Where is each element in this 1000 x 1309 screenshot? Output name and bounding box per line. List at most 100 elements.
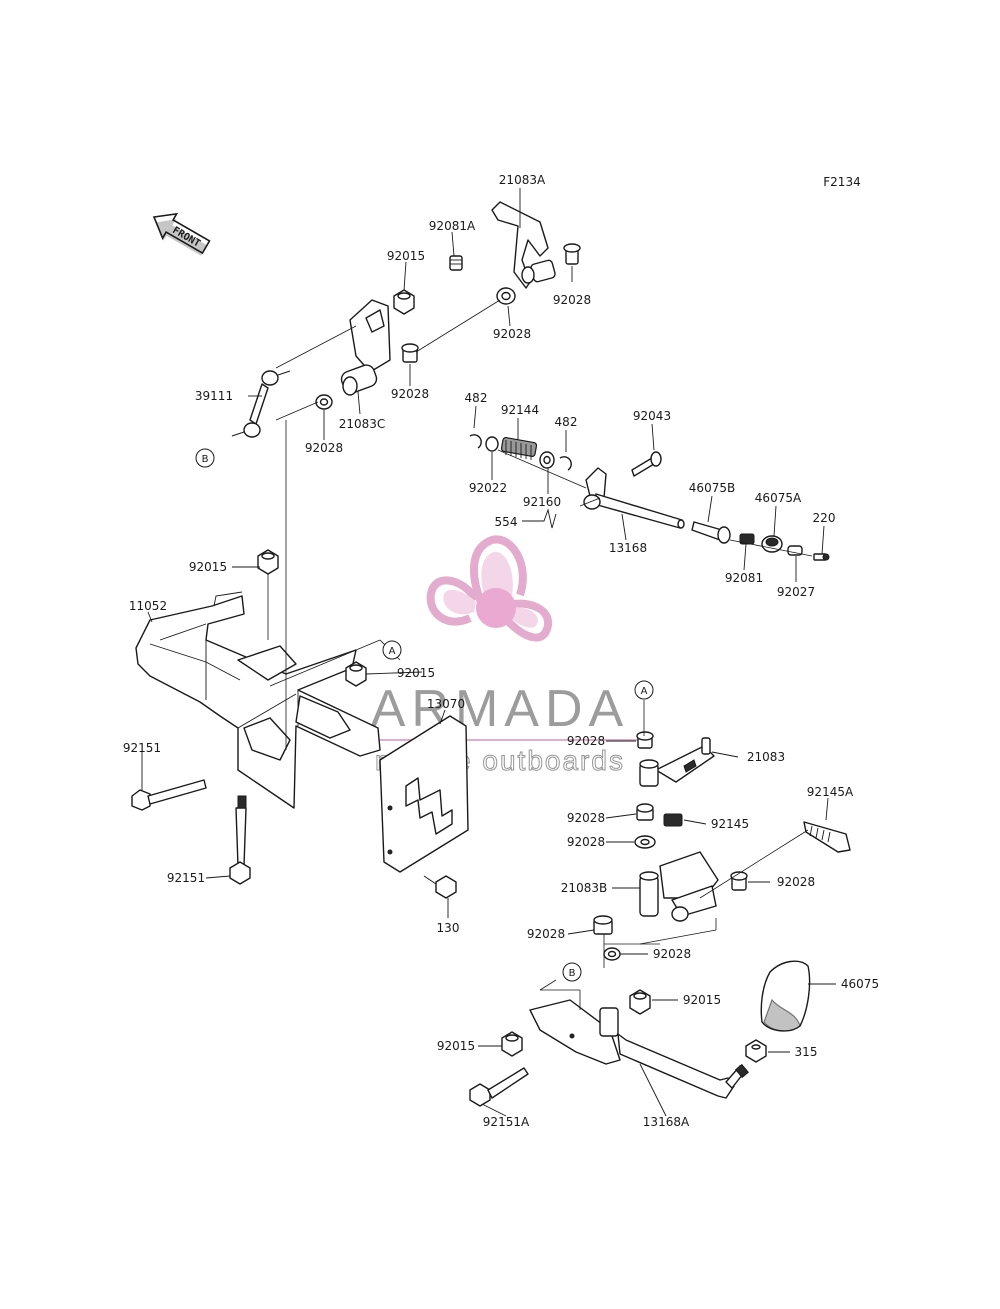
part-92022 [485,436,499,452]
svg-text:A: A [389,646,396,657]
label-46075B: 46075B [689,481,735,495]
logo-hub [476,588,516,628]
svg-text:A: A [641,686,648,697]
watermark-brand: ARMADA [371,680,629,738]
part-482-a [469,434,482,449]
label-92028-j: 92028 [653,947,691,961]
callout-B-lower: B [562,962,582,982]
part-21083A [491,201,556,289]
part-92028-i [593,915,613,935]
callout-A-upper: A [382,640,402,660]
part-92028-a [563,243,581,265]
front-arrow: FRONT [152,212,211,256]
part-130 [423,875,457,899]
part-13070 [379,715,469,873]
label-39111: 39111 [195,389,233,403]
part-92028-f [636,803,654,821]
label-92015-c: 92015 [397,666,435,680]
part-92151-b [229,795,251,885]
label-92028-d: 92028 [305,441,343,455]
part-92028-j [603,947,621,961]
label-482-a: 482 [465,391,488,405]
label-92081: 92081 [725,571,763,585]
part-13168 [583,467,685,529]
label-92015-b: 92015 [189,560,227,574]
label-92028-b: 92028 [493,327,531,341]
assembly-lines [267,299,813,1010]
label-92028-e: 92028 [567,734,605,748]
part-92015-d [629,989,651,1015]
label-21083B: 21083B [561,881,607,895]
part-315 [745,1039,767,1063]
label-92028-g: 92028 [567,835,605,849]
part-220 [813,553,830,561]
svg-text:B: B [569,968,576,979]
label-21083A: 21083A [499,173,546,187]
label-92043: 92043 [633,409,671,423]
part-482-b [559,456,572,471]
part-11052 [135,591,381,809]
label-46075A: 46075A [755,491,802,505]
part-92028-e [636,731,654,749]
part-92028-b [496,287,516,305]
part-92015-c [345,661,367,687]
part-46075B [691,521,731,544]
label-92028-c: 92028 [391,387,429,401]
part-92151A [469,1067,529,1107]
label-554: 554 [495,515,518,529]
label-13070: 13070 [427,697,465,711]
label-92028-i: 92028 [527,927,565,941]
part-92043 [631,451,662,477]
label-92028-a: 92028 [553,293,591,307]
part-21083B [639,851,719,922]
label-482-b: 482 [555,415,578,429]
part-92028-g [634,835,656,849]
part-39111 [231,370,291,438]
label-92151A: 92151A [483,1115,530,1129]
part-92081 [739,533,755,545]
part-92145A [803,821,851,853]
leader-lines [141,188,836,1117]
label-92022: 92022 [469,481,507,495]
callout-A-lower: A [634,680,654,700]
part-labels: 21083A 92081A 92015 92028 92028 92028 39… [123,173,879,1129]
part-92027 [787,545,803,556]
label-92027: 92027 [777,585,815,599]
part-46075 [760,960,811,1032]
label-46075: 46075 [841,977,879,991]
label-92151-b: 92151 [167,871,205,885]
label-92028-h: 92028 [777,875,815,889]
label-92015-e: 92015 [437,1039,475,1053]
part-92145 [663,813,683,827]
label-92028-f: 92028 [567,811,605,825]
label-13168A: 13168A [643,1115,690,1129]
part-92081A [449,255,463,271]
label-92145: 92145 [711,817,749,831]
part-bracket-plate [340,299,391,396]
part-92028-c [401,343,419,363]
part-92028-h [730,871,748,891]
label-92145A: 92145A [807,785,854,799]
label-92144: 92144 [501,403,539,417]
label-92015-d: 92015 [683,993,721,1007]
svg-text:B: B [202,454,209,465]
label-92081A: 92081A [429,219,476,233]
label-130: 130 [437,921,460,935]
part-21083 [639,737,715,787]
label-92151-a: 92151 [123,741,161,755]
part-92015-a [393,289,415,315]
part-46075A [761,535,783,553]
label-315: 315 [795,1045,818,1059]
figure-id: F2134 [823,175,860,189]
label-21083C: 21083C [339,417,386,431]
part-92151-a [131,779,207,811]
part-92015-e [501,1031,523,1057]
label-220: 220 [813,511,836,525]
part-92028-d [315,394,333,410]
label-21083: 21083 [747,750,785,764]
callout-B-upper: B [195,448,215,468]
label-92160: 92160 [523,495,561,509]
part-92144 [500,437,538,460]
part-92160 [539,451,555,469]
